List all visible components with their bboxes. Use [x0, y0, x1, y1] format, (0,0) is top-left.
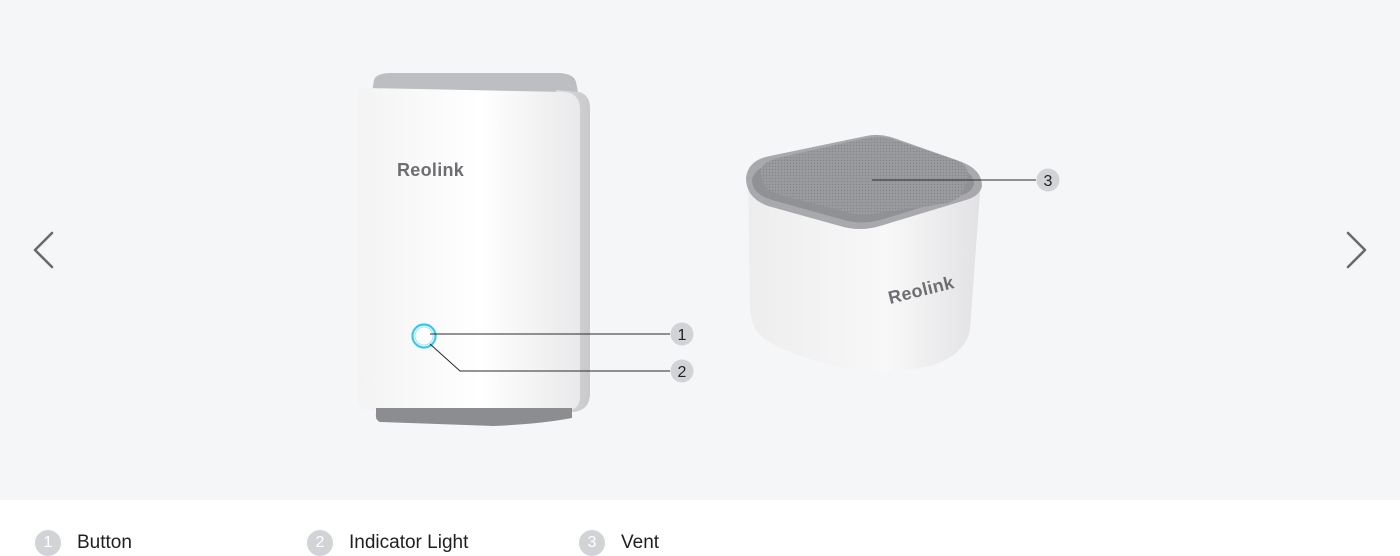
- legend-number-2: 2: [307, 530, 333, 556]
- callout-badge-2: 2: [670, 359, 694, 383]
- legend-item-vent: 3 Vent: [579, 530, 659, 556]
- callout-number-2: 2: [678, 364, 687, 381]
- callout-number-1: 1: [678, 327, 687, 344]
- callout-legend: 1 Button 2 Indicator Light 3 Vent: [0, 500, 1400, 556]
- previous-slide-button[interactable]: [24, 225, 64, 275]
- hub-brand-logo: Reolink: [397, 160, 465, 180]
- product-illustration: Reolink Reolink 1 2: [358, 73, 1060, 426]
- chevron-left-icon: [33, 231, 54, 269]
- legend-number-3: 3: [579, 530, 605, 556]
- next-slide-button[interactable]: [1336, 225, 1376, 275]
- legend-number-1: 1: [35, 530, 61, 556]
- callout-number-3: 3: [1044, 173, 1053, 190]
- callout-badge-3: 3: [1036, 168, 1060, 192]
- hub-device: Reolink: [358, 73, 590, 426]
- legend-label-vent: Vent: [621, 532, 660, 553]
- chevron-right-icon: [1346, 231, 1367, 269]
- legend-label-indicator-light: Indicator Light: [349, 532, 469, 553]
- product-image-stage: Reolink Reolink 1 2: [24, 73, 1376, 426]
- indicator-light: [411, 323, 437, 349]
- vent: [760, 136, 969, 215]
- legend-item-button: 1 Button: [35, 530, 132, 556]
- cube-device: Reolink: [746, 134, 982, 371]
- callout-badge-1: 1: [670, 322, 694, 346]
- legend-label-button: Button: [77, 532, 132, 553]
- legend-item-indicator-light: 2 Indicator Light: [307, 530, 468, 556]
- callout-lines: [429, 179, 1036, 372]
